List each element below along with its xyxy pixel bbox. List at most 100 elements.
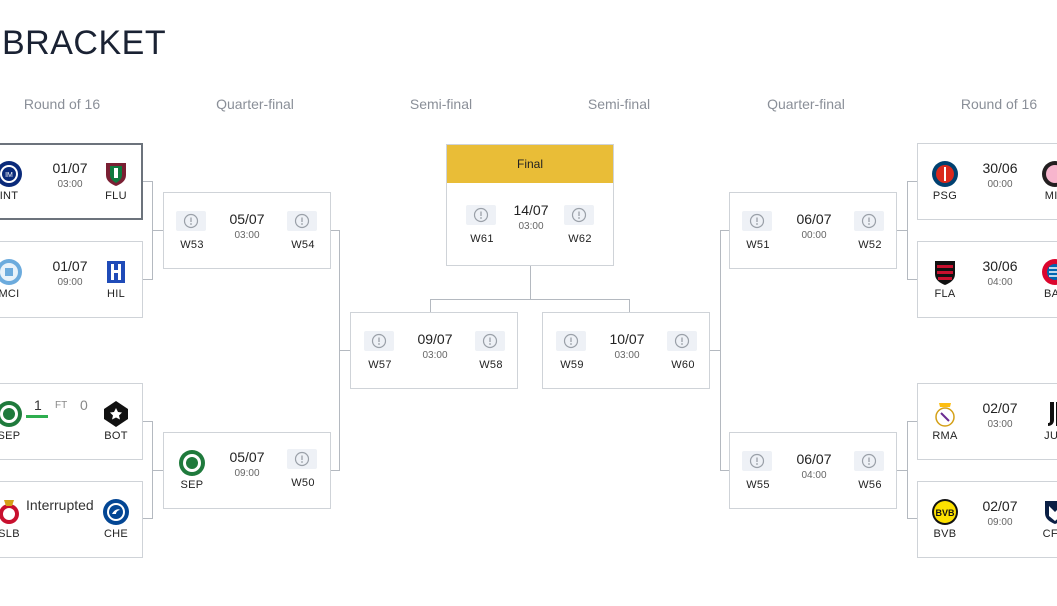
match-date: 09/07 (417, 331, 453, 347)
bracket-connector-line (709, 350, 721, 351)
team-abbreviation: JUV (1044, 430, 1057, 442)
flamengo-logo-icon (935, 261, 955, 285)
palmeiras-logo-icon (179, 450, 205, 476)
bracket-connector-line (152, 470, 164, 471)
bayern-logo-icon (1042, 259, 1057, 285)
team-abbreviation: FLU (105, 190, 127, 202)
bracket-connector-line (530, 265, 531, 299)
palmeiras-logo-icon (0, 401, 22, 427)
match-date: 02/07 (982, 400, 1018, 416)
match-date: 01/07 (52, 160, 88, 176)
team-abbreviation: FLA (934, 288, 956, 300)
match-card-left-qf-2[interactable]: SEP 05/07 09:00 W50 (163, 432, 331, 509)
fluminense-logo-icon (106, 163, 126, 186)
match-time: 09:00 (234, 468, 260, 479)
dortmund-logo-icon: BVB (932, 499, 958, 525)
match-card-left-r16-4[interactable]: SLB Interrupted CHE (0, 481, 143, 558)
bracket-connector-line (143, 181, 153, 182)
realmadrid-logo-icon (935, 403, 955, 427)
team-abbreviation: W56 (858, 479, 882, 491)
botafogo-logo-icon (104, 401, 128, 427)
bracket-connector-line (907, 421, 908, 519)
match-time: 03:00 (422, 350, 448, 361)
bracket-connector-line (907, 421, 917, 422)
winner-indicator (26, 415, 48, 418)
bracket-connector-line (152, 230, 164, 231)
match-date: 02/07 (982, 498, 1018, 514)
tbd-team-icon (564, 205, 594, 225)
match-time: 03:00 (234, 230, 260, 241)
team-abbreviation: CFM (1042, 528, 1057, 540)
alhilal-logo-icon (107, 261, 125, 283)
match-card-right-r16-4[interactable]: BVB BVB 02/07 09:00 CFM (917, 481, 1057, 558)
match-date: 30/06 (982, 258, 1018, 274)
page-title: BRACKET (2, 24, 167, 62)
bracket-connector-line (896, 230, 908, 231)
bracket-connector-line (629, 299, 630, 313)
team-abbreviation: SEP (0, 430, 21, 442)
match-time: 03:00 (987, 419, 1013, 430)
match-card-right-r16-3[interactable]: RMA 02/07 03:00 JUV (917, 383, 1057, 460)
team-abbreviation: W58 (479, 359, 503, 371)
bracket-connector-line (330, 470, 340, 471)
match-info: 01/07 03:00 (35, 160, 105, 190)
benfica-logo-icon (0, 500, 19, 524)
team-abbreviation: INT (0, 190, 19, 202)
tbd-team-icon (287, 211, 317, 231)
team-abbreviation: W59 (560, 359, 584, 371)
bracket-connector-line (720, 230, 730, 231)
team-abbreviation: W62 (568, 233, 592, 245)
tbd-team-icon (854, 451, 884, 471)
tbd-team-icon (854, 211, 884, 231)
psg-logo-icon (932, 161, 958, 187)
match-date: 05/07 (229, 211, 265, 227)
tbd-team-icon (466, 205, 496, 225)
team-abbreviation: W54 (291, 239, 315, 251)
match-status: Interrupted (26, 497, 94, 513)
team-abbreviation: PSG (932, 190, 958, 202)
match-time: 03:00 (57, 179, 83, 190)
team-abbreviation: W51 (746, 239, 770, 251)
team-abbreviation: BOT (104, 430, 128, 442)
match-time: 09:00 (987, 517, 1013, 528)
team-abbreviation: BVB (933, 528, 957, 540)
team-abbreviation: RMA (932, 430, 958, 442)
match-info: 05/07 09:00 (212, 449, 282, 479)
team-abbreviation: SEP (180, 479, 204, 491)
tbd-team-icon (742, 451, 772, 471)
svg-text:BVB: BVB (935, 508, 955, 518)
match-time: 03:00 (614, 350, 640, 361)
team-abbreviation: W60 (671, 359, 695, 371)
round-label-right-sf: Semi-final (587, 96, 651, 112)
match-card-right-sf[interactable]: W59 10/07 03:00 W60 (542, 312, 710, 389)
match-date: 05/07 (229, 449, 265, 465)
match-card-left-qf-1[interactable]: W53 05/07 03:00 W54 (163, 192, 331, 269)
bracket-connector-line (339, 350, 351, 351)
match-info: 09/07 03:00 (400, 331, 470, 361)
match-date: 14/07 (513, 202, 549, 218)
match-info: 10/07 03:00 (592, 331, 662, 361)
team-abbreviation: W55 (746, 479, 770, 491)
home-score: 1 (34, 397, 42, 413)
match-time: 04:00 (987, 277, 1013, 288)
tbd-team-icon (176, 211, 206, 231)
round-label-left-sf: Semi-final (409, 96, 473, 112)
match-date: 10/07 (609, 331, 645, 347)
final-header: Final (447, 145, 613, 183)
match-info: 30/06 04:00 (965, 258, 1035, 288)
team-abbreviation: W50 (291, 477, 315, 489)
team-abbreviation: W61 (470, 233, 494, 245)
bracket-connector-line (720, 470, 730, 471)
team-abbreviation: W53 (180, 239, 204, 251)
tbd-team-icon (742, 211, 772, 231)
match-card-left-r16-3[interactable]: SEP 1 FT 0 BOT (0, 383, 143, 460)
